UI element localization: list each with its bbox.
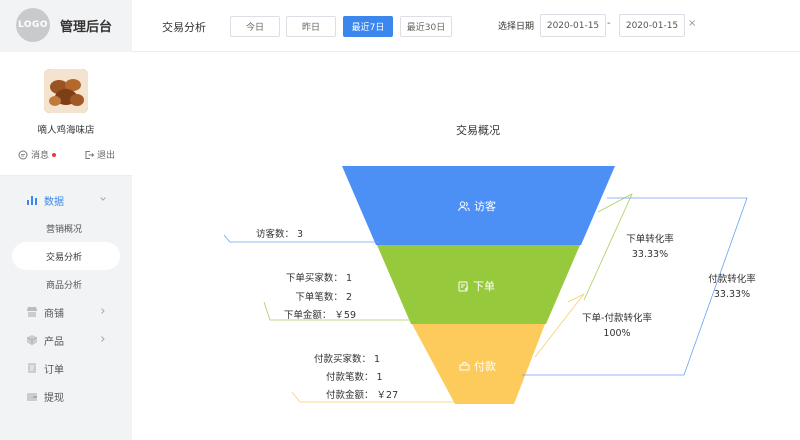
- connector-visitors: [223, 234, 380, 243]
- nav-group-product-label: 产品: [44, 336, 64, 348]
- nav-item-trade-analysis[interactable]: 交易分析: [12, 242, 120, 270]
- bar-chart-icon: [27, 196, 37, 205]
- label-pay-orders: 付款笔数： 1: [326, 372, 383, 383]
- rate-total-conversion-value: 33.33%: [713, 289, 751, 300]
- date-label: 选择日期: [498, 22, 535, 32]
- logout-link[interactable]: 退出: [84, 148, 115, 161]
- nav-group-product[interactable]: 产品: [0, 326, 132, 354]
- rate-total-conversion: 付款转化率 33.33%: [696, 272, 768, 302]
- nav-item-withdraw-label: 提现: [44, 392, 64, 404]
- nav-item-marketing-overview[interactable]: 营销概况: [46, 224, 83, 235]
- rate-line-payment: [534, 293, 585, 358]
- profile-card: 嘀人鸡海味店 消息 退出: [0, 52, 132, 176]
- shop-icon: [27, 307, 37, 317]
- funnel-chart: [223, 166, 748, 404]
- avatar[interactable]: [44, 69, 88, 113]
- range-30days-button[interactable]: 最近30日: [400, 16, 452, 37]
- rate-order-conversion: 下单转化率 33.33%: [610, 232, 690, 262]
- rate-line-total: [522, 197, 748, 376]
- date-separator: -: [607, 18, 611, 29]
- stage-payment-name: 付款: [474, 360, 496, 373]
- unread-dot: [52, 152, 57, 157]
- clear-date-button[interactable]: ×: [688, 18, 697, 29]
- topbar: 交易分析 今日 昨日 最近7日 最近30日 选择日期 2020-01-15 - …: [132, 0, 800, 52]
- chevron-down-icon: [100, 197, 106, 201]
- end-date-input[interactable]: 2020-01-15: [619, 14, 685, 37]
- rate-pay-conversion-label: 下单-付款转化率: [582, 313, 652, 324]
- range-today-button[interactable]: 今日: [230, 16, 280, 37]
- rate-pay-conversion: 下单-付款转化率 100%: [572, 311, 662, 341]
- users-icon: [458, 200, 470, 211]
- rate-order-conversion-label: 下单转化率: [626, 234, 674, 245]
- messages-label: 消息: [31, 151, 50, 161]
- label-buyers: 下单买家数： 1: [285, 273, 352, 284]
- nav-item-orders[interactable]: 订单: [0, 354, 132, 382]
- connector-payment: [291, 391, 457, 403]
- order-list-icon: [28, 363, 36, 373]
- rate-line-order: [583, 193, 633, 301]
- brand-header: LOGO 管理后台: [0, 0, 132, 52]
- nav-group-shop-label: 商铺: [44, 308, 64, 320]
- stage-label-order: 下单: [458, 278, 495, 294]
- rate-pay-conversion-value: 100%: [603, 328, 631, 339]
- range-7days-button[interactable]: 最近7日: [343, 16, 393, 37]
- funnel-stage-order: [377, 245, 580, 324]
- label-order-amount: 下单金额： ￥59: [283, 310, 356, 321]
- stage-visitors-name: 访客: [474, 200, 496, 213]
- label-pay-buyers: 付款买家数： 1: [314, 354, 381, 365]
- shop-name: 嘀人鸡海味店: [37, 125, 95, 136]
- chevron-right-icon: [101, 336, 105, 342]
- nav-item-product-analysis[interactable]: 商品分析: [46, 280, 83, 291]
- nav-group-data[interactable]: 数据: [0, 186, 132, 214]
- chevron-right-icon: [101, 308, 105, 314]
- logout-icon: [85, 150, 94, 159]
- nav-group-data-label: 数据: [44, 196, 64, 208]
- rate-order-conversion-value: 33.33%: [631, 249, 669, 260]
- order-icon: [458, 281, 469, 291]
- main-content: 交易概况 访客 下单 付款 访客数： 3 下单买家数： 1 下单笔数： 2 下单…: [132, 52, 800, 440]
- sidebar: LOGO 管理后台 嘀人鸡海味店 消息 退出 数据: [0, 0, 132, 440]
- stage-label-payment: 付款: [459, 358, 496, 374]
- stage-order-name: 下单: [473, 280, 495, 293]
- nav-group-shop[interactable]: 商铺: [0, 298, 132, 326]
- range-yesterday-button[interactable]: 昨日: [286, 16, 336, 37]
- payment-icon: [459, 362, 470, 371]
- label-pay-amount: 付款金额： ￥27: [326, 390, 399, 401]
- stage-label-visitors: 访客: [458, 198, 496, 214]
- funnel-stage-payment: [412, 324, 545, 404]
- rate-total-conversion-label: 付款转化率: [708, 274, 756, 285]
- logout-label: 退出: [97, 151, 116, 161]
- funnel-stage-visitors: [342, 166, 615, 245]
- label-visitors: 访客数： 3: [256, 229, 304, 240]
- chart-title: 交易概况: [456, 124, 500, 137]
- sidebar-nav: 数据 营销概况 交易分析 商品分析 商铺 产品 订单 提现: [0, 186, 132, 410]
- nav-item-orders-label: 订单: [44, 364, 64, 376]
- messages-link[interactable]: 消息: [18, 148, 57, 161]
- nav-item-withdraw[interactable]: 提现: [0, 382, 132, 410]
- message-icon: [18, 150, 28, 159]
- logo: LOGO: [16, 8, 50, 42]
- label-orders: 下单笔数： 2: [295, 292, 352, 303]
- brand-name: 管理后台: [60, 20, 113, 35]
- start-date-input[interactable]: 2020-01-15: [540, 14, 606, 37]
- page-title: 交易分析: [162, 21, 206, 34]
- connector-order: [263, 301, 414, 321]
- wallet-icon: [27, 393, 37, 401]
- product-icon: [26, 335, 38, 345]
